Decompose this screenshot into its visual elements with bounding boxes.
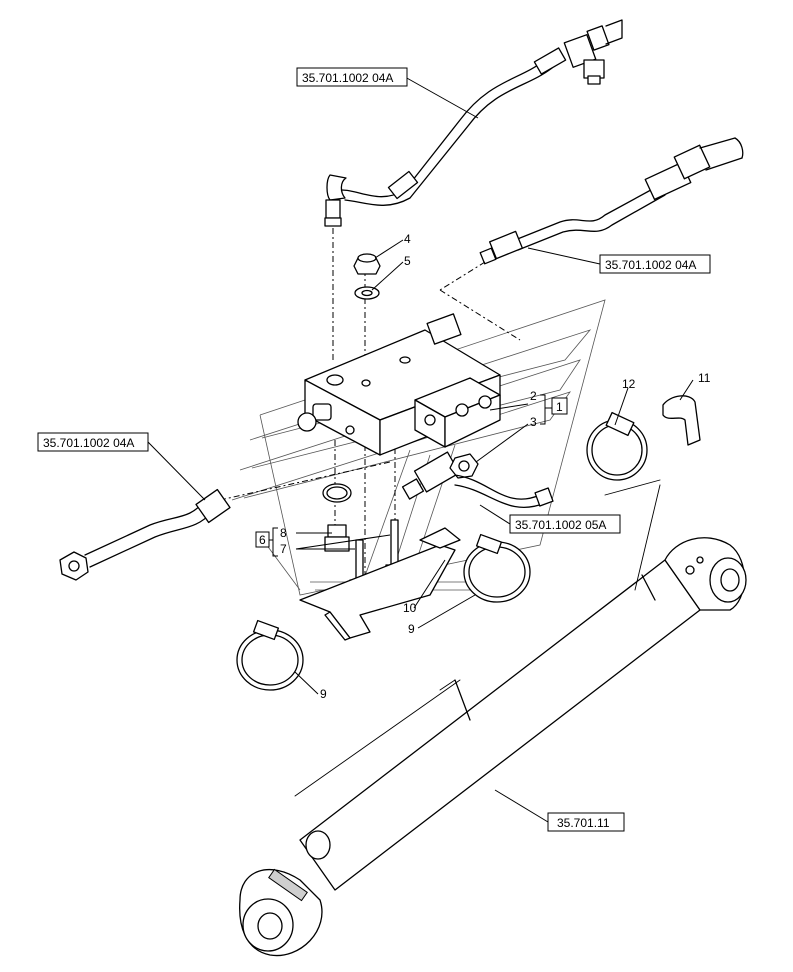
cylinder-outline-lines — [294, 479, 661, 797]
hose-top[interactable] — [324, 19, 623, 227]
callout-7: 7 — [280, 542, 287, 556]
callout-box-1[interactable]: 1 — [551, 397, 568, 415]
callout-9-mid: 9 — [408, 622, 415, 636]
nut-part-4[interactable] — [353, 253, 381, 275]
leader-lines — [147, 76, 694, 823]
ref-label-cylinder: 35.701.11 — [557, 816, 610, 830]
plug-part-8[interactable] — [324, 524, 350, 552]
callout-12: 12 — [622, 377, 636, 391]
cover-part-11[interactable] — [662, 395, 701, 446]
callout-8: 8 — [280, 526, 287, 540]
ref-box-cylinder[interactable]: 35.701.11 — [547, 812, 625, 832]
callout-2: 2 — [530, 389, 537, 403]
ref-box-tube-left[interactable]: 35.701.1002 04A — [37, 432, 149, 452]
clamp-part-9-lower[interactable] — [236, 619, 304, 691]
callout-10: 10 — [403, 601, 417, 615]
ref-label-hose-top: 35.701.1002 04A — [302, 71, 393, 85]
clamp-part-9-mid[interactable] — [463, 533, 531, 603]
ref-label-tube-left: 35.701.1002 04A — [43, 436, 134, 450]
callout-3: 3 — [530, 415, 537, 429]
bracket-part-10[interactable] — [299, 527, 461, 641]
fitting-part-3[interactable] — [401, 451, 479, 500]
clamp-part-12[interactable] — [586, 411, 648, 481]
callout-1: 1 — [556, 400, 563, 414]
callout-5: 5 — [404, 254, 411, 268]
ref-box-hose-mid[interactable]: 35.701.1002 05A — [509, 514, 621, 534]
callout-box-6[interactable]: 6 — [255, 531, 270, 548]
washer-part-5[interactable] — [354, 286, 380, 300]
o-ring[interactable] — [322, 483, 352, 503]
valve-block[interactable] — [297, 313, 501, 456]
hydraulic-cylinder[interactable] — [239, 537, 747, 957]
ref-box-hose-top[interactable]: 35.701.1002 04A — [296, 67, 408, 87]
callout-numbers: 2 3 4 5 8 7 10 9 9 11 12 — [280, 232, 711, 701]
tube-left[interactable] — [59, 488, 231, 581]
ref-label-hose-mid: 35.701.1002 05A — [515, 518, 606, 532]
callout-6: 6 — [259, 533, 266, 547]
ref-label-tube-right: 35.701.1002 04A — [605, 258, 696, 272]
ref-box-tube-right[interactable]: 35.701.1002 04A — [599, 254, 711, 274]
callout-11: 11 — [698, 371, 711, 385]
callout-9-lower: 9 — [320, 687, 327, 701]
hose-mid[interactable] — [454, 474, 554, 508]
tube-right[interactable] — [479, 137, 744, 265]
callout-4: 4 — [404, 232, 411, 246]
